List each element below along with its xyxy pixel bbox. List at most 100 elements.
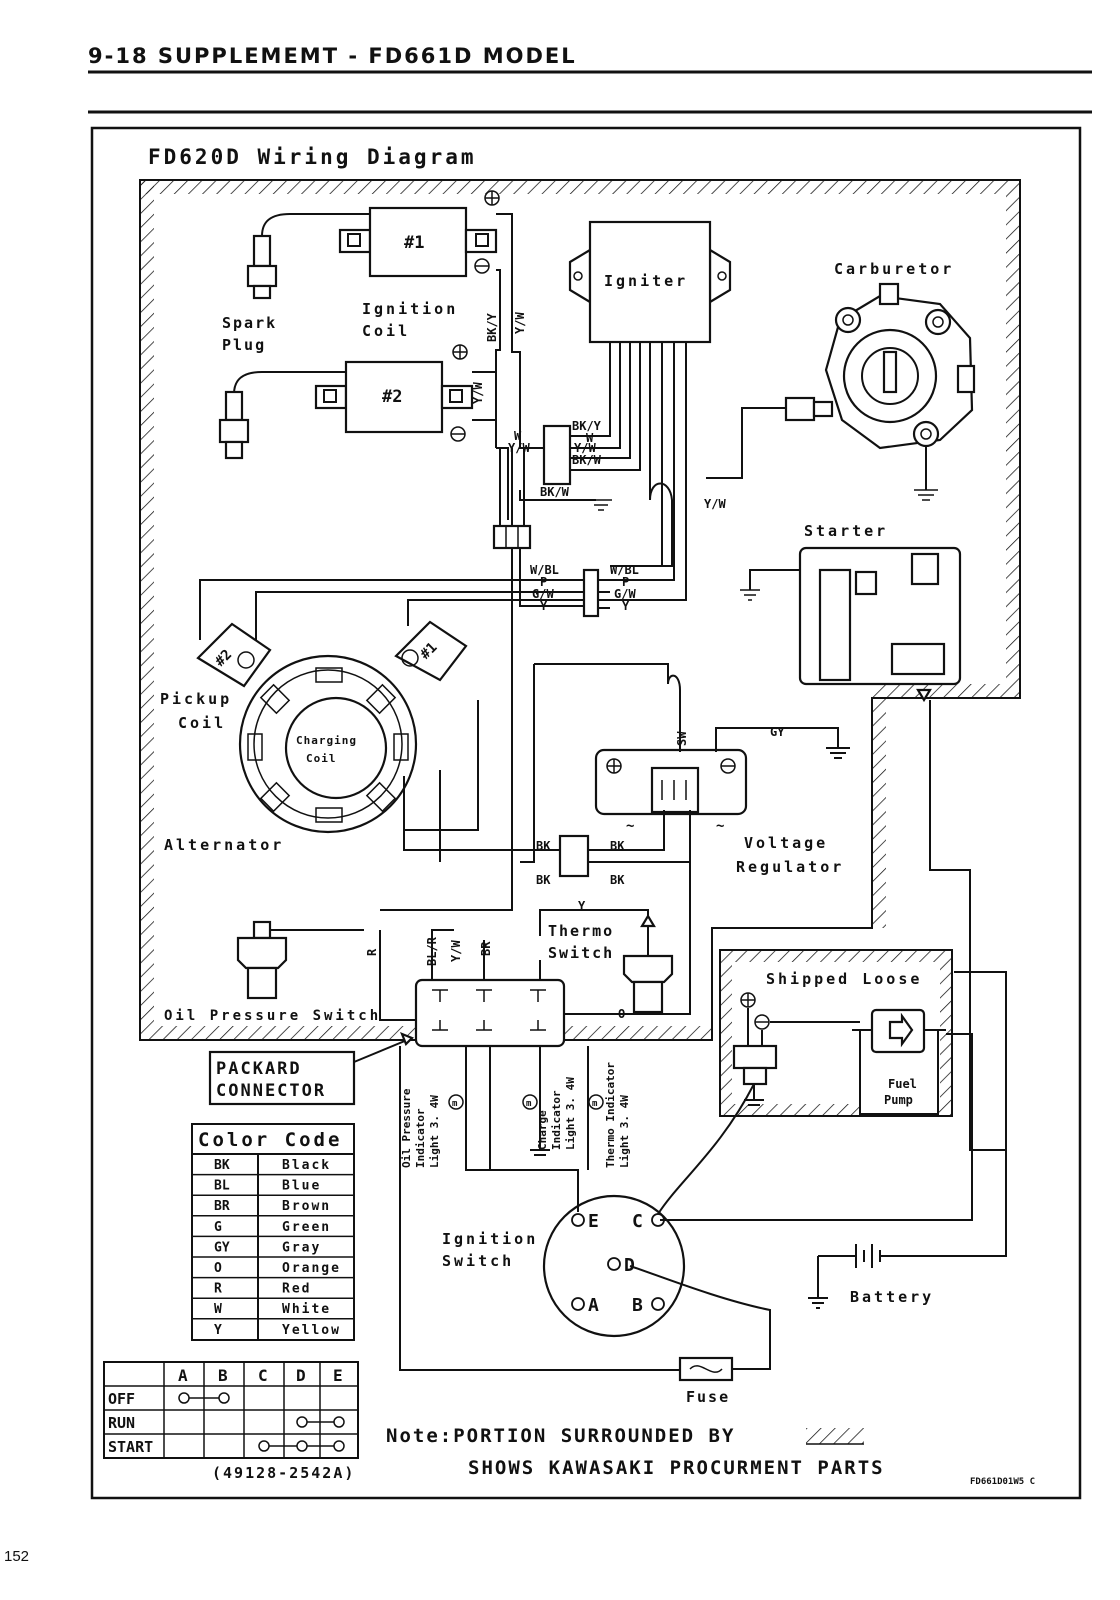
svg-text:Shipped Loose: Shipped Loose — [766, 970, 922, 988]
svg-text:Y/W: Y/W — [513, 312, 527, 334]
svg-text:GY: GY — [770, 725, 785, 739]
color-code-title: Color Code — [198, 1129, 342, 1151]
color-code-abbr: G — [214, 1220, 222, 1235]
thermo-switch-label-2: Switch — [548, 944, 614, 962]
ignition-terminal-label: B — [632, 1295, 643, 1316]
svg-text:m: m — [452, 1099, 458, 1109]
boundary-hatch-step — [872, 684, 1006, 928]
ignition-coil-1: #1 — [338, 206, 498, 278]
svg-text:Battery: Battery — [850, 1288, 934, 1306]
svg-text:W/BL: W/BL — [610, 563, 639, 577]
svg-text:W: W — [586, 431, 594, 445]
note: Note:PORTION SURROUNDED BY SHOWS KAWASAK… — [386, 1425, 883, 1479]
color-code-name: Green — [282, 1220, 331, 1235]
pickup-coil-label-1: Pickup — [160, 690, 232, 708]
svg-text:BK/W: BK/W — [540, 485, 570, 499]
switch-col-header: C — [258, 1366, 268, 1385]
charging-coil-label-1: Charging — [296, 734, 357, 747]
oil-indicator-label-2: Indicator — [414, 1108, 427, 1168]
color-code-name: Orange — [282, 1261, 341, 1276]
svg-text:Y/W: Y/W — [471, 382, 485, 404]
voltage-regulator-label-1: Voltage — [744, 834, 828, 852]
svg-text:Y/W: Y/W — [574, 441, 596, 455]
diagram-frame — [90, 126, 1082, 1500]
svg-text:G/W: G/W — [614, 587, 636, 601]
ignition-switch-label-1: Ignition — [442, 1230, 538, 1248]
page-number: 152 — [4, 1548, 30, 1565]
charging-coil-label-2: Coil — [306, 752, 337, 765]
thermo-switch-label-1: Thermo — [548, 922, 614, 940]
carburetor: Carburetor — [706, 260, 976, 501]
spark-plug-label-1: Spark — [222, 314, 277, 332]
color-code-name: Blue — [282, 1179, 321, 1194]
switch-row-label: RUN — [108, 1414, 135, 1432]
ignition-terminal — [571, 1297, 585, 1311]
svg-text:BK/Y: BK/Y — [572, 419, 602, 433]
svg-text:BK/Y: BK/Y — [485, 312, 499, 342]
switch-col-header: D — [296, 1366, 306, 1385]
ignition-coil-label-2: Coil — [362, 322, 410, 340]
thermo-indicator-label-2: Light 3. 4W — [618, 1095, 631, 1168]
svg-text:P: P — [540, 575, 547, 589]
spark-plug-label-2: Plug — [222, 336, 266, 354]
packard-label-box — [208, 1050, 356, 1106]
polarity-marks — [450, 190, 500, 442]
color-code-name: Yellow — [282, 1323, 341, 1338]
ignition-coil-2: #2 — [314, 360, 474, 434]
packard-pointer-head — [400, 1032, 414, 1046]
svg-text:BR: BR — [479, 941, 493, 956]
switch-col-header: B — [218, 1366, 228, 1385]
switch-contact — [296, 1440, 308, 1452]
fuel-solenoid — [732, 992, 860, 1106]
color-code-abbr: Y — [214, 1323, 222, 1338]
svg-text:O: O — [618, 1007, 625, 1021]
igniter: Igniter — [568, 220, 732, 344]
switch-contact — [296, 1416, 308, 1428]
svg-text:W/BL: W/BL — [530, 563, 559, 577]
svg-text:Y: Y — [622, 599, 630, 613]
svg-text:P: P — [622, 575, 629, 589]
switch-contact — [258, 1440, 270, 1452]
ignition-terminal-label: C — [632, 1211, 643, 1232]
svg-text:BK: BK — [536, 873, 551, 887]
svg-text:~: ~ — [626, 818, 634, 834]
thermo-indicator-label-1: Thermo Indicator — [604, 1062, 617, 1168]
svg-text:Y/W: Y/W — [508, 441, 530, 455]
ignition-terminal-label: A — [588, 1295, 599, 1316]
svg-text:#2: #2 — [382, 387, 402, 407]
pickup-coil-label-2: Coil — [178, 714, 226, 732]
oil-indicator-label-1: Oil Pressure — [400, 1088, 413, 1168]
svg-text:R: R — [365, 948, 379, 956]
boundary-hatch-left — [140, 180, 154, 1040]
switch-row-label: OFF — [108, 1390, 135, 1408]
alternator: Charging Coil — [238, 654, 418, 834]
charge-indicator-label-2: Indicator — [550, 1090, 563, 1150]
switch-contact — [333, 1440, 345, 1452]
switch-table-part-number: (49128-2542A) — [212, 1464, 355, 1482]
pickup-coil-1: #1 — [394, 620, 468, 682]
ignition-terminal — [651, 1297, 665, 1311]
wire-labels: BK/Y Y/W Y/W W Y/W BK/Y W Y/W BK/W BK/W … — [365, 312, 785, 1021]
svg-text:~: ~ — [716, 818, 724, 834]
diagram-title: FD620D Wiring Diagram — [148, 145, 477, 169]
starter: Starter — [740, 522, 962, 703]
color-code-name: Brown — [282, 1199, 331, 1214]
svg-text:Fuel: Fuel — [888, 1077, 917, 1091]
svg-text:m: m — [526, 1099, 532, 1109]
switch-contact — [333, 1416, 345, 1428]
color-code-name: Black — [282, 1158, 331, 1173]
boundary-hatch-right — [1006, 194, 1020, 698]
svg-text:Pump: Pump — [884, 1093, 913, 1107]
switch-row-label: START — [108, 1438, 153, 1456]
svg-text:BK/W: BK/W — [572, 453, 602, 467]
pickup-coil-2: #2 — [196, 622, 272, 688]
thermo-switch — [539, 909, 674, 1014]
color-code-name: Red — [282, 1282, 311, 1297]
oil-pressure-switch-label: Oil Pressure Switch — [164, 1008, 381, 1024]
page-header: 9-18 SUPPLEMEMT - FD661D MODEL — [88, 44, 577, 68]
svg-text:Starter: Starter — [804, 522, 888, 540]
color-code-abbr: GY — [214, 1240, 230, 1255]
svg-text:Carburetor: Carburetor — [834, 260, 954, 278]
